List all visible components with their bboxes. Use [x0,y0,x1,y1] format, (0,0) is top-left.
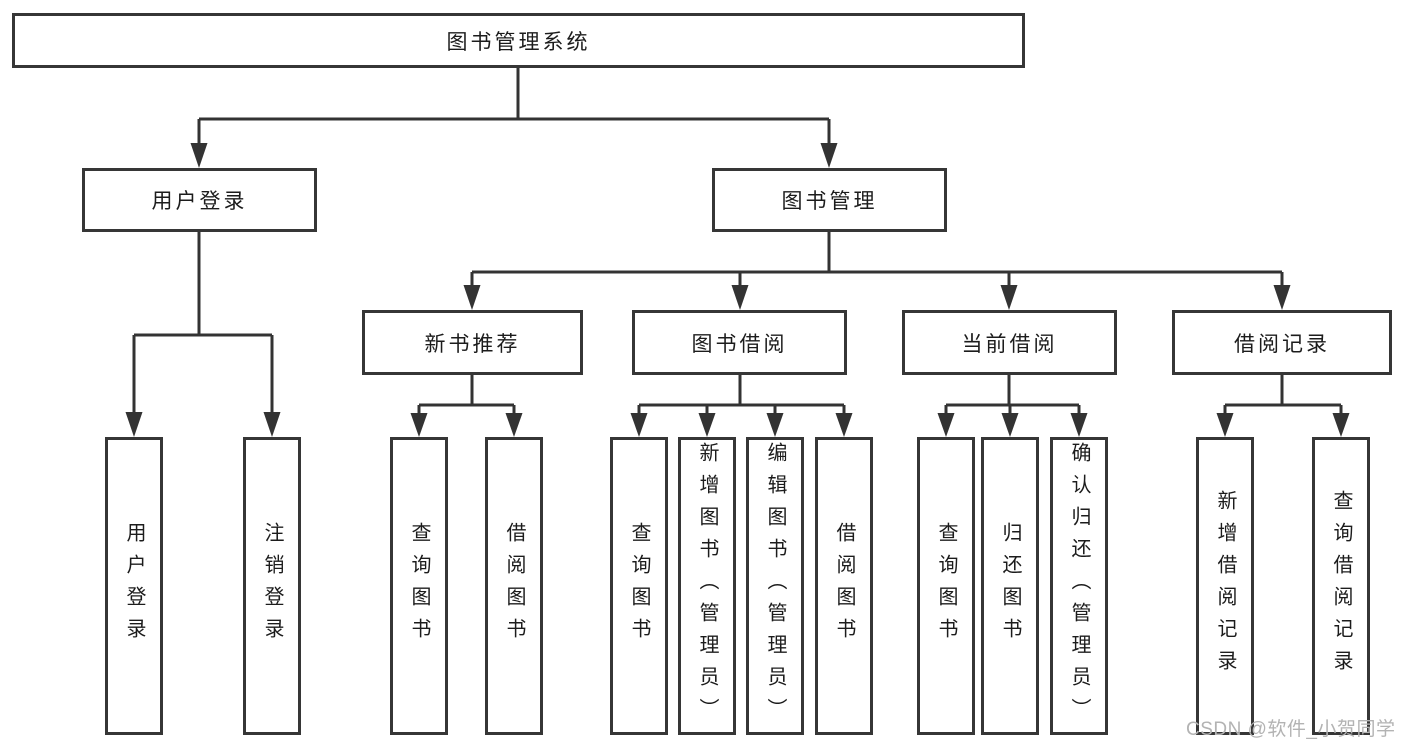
arrowhead-icon [125,412,143,437]
node-borrow-books-recommend: 借阅图书 [485,437,543,735]
node-user-login: 用户登录 [82,168,317,232]
arrowhead-icon [1332,413,1350,437]
arrowhead-icon [263,412,281,437]
arrowheads [125,143,1350,437]
arrowhead-icon [766,413,784,437]
arrowhead-icon [820,143,838,168]
connector-trunks [132,68,1343,416]
arrowhead-icon [630,413,648,437]
arrowhead-icon [731,285,749,310]
node-logout-action: 注销登录 [243,437,301,735]
node-confirm-return-admin: 确认归还（管理员） [1050,437,1108,735]
node-return-books: 归还图书 [981,437,1039,735]
arrowhead-icon [1216,413,1234,437]
node-book-borrow: 图书借阅 [632,310,847,375]
arrowhead-icon [190,143,208,168]
node-library-system: 图书管理系统 [12,13,1025,68]
node-user-login-action: 用户登录 [105,437,163,735]
node-query-books-current: 查询图书 [917,437,975,735]
csdn-watermark: CSDN @软件_小贺同学 [1186,719,1396,740]
node-query-books-borrow: 查询图书 [610,437,668,735]
node-query-books-recommend: 查询图书 [390,437,448,735]
node-new-book-recommend: 新书推荐 [362,310,583,375]
arrowhead-icon [698,413,716,437]
arrowhead-icon [1273,285,1291,310]
node-borrow-books-action: 借阅图书 [815,437,873,735]
node-query-borrow-record: 查询借阅记录 [1312,437,1370,735]
arrowhead-icon [463,285,481,310]
arrowhead-icon [835,413,853,437]
arrowhead-icon [937,413,955,437]
node-borrow-records: 借阅记录 [1172,310,1392,375]
node-current-borrow: 当前借阅 [902,310,1117,375]
node-add-books-admin: 新增图书（管理员） [678,437,736,735]
arrowhead-icon [1070,413,1088,437]
node-add-borrow-record: 新增借阅记录 [1196,437,1254,735]
node-edit-books-admin: 编辑图书（管理员） [746,437,804,735]
arrowhead-icon [1000,285,1018,310]
node-book-management: 图书管理 [712,168,947,232]
arrowhead-icon [1001,413,1019,437]
arrowhead-icon [505,413,523,437]
arrowhead-icon [410,413,428,437]
